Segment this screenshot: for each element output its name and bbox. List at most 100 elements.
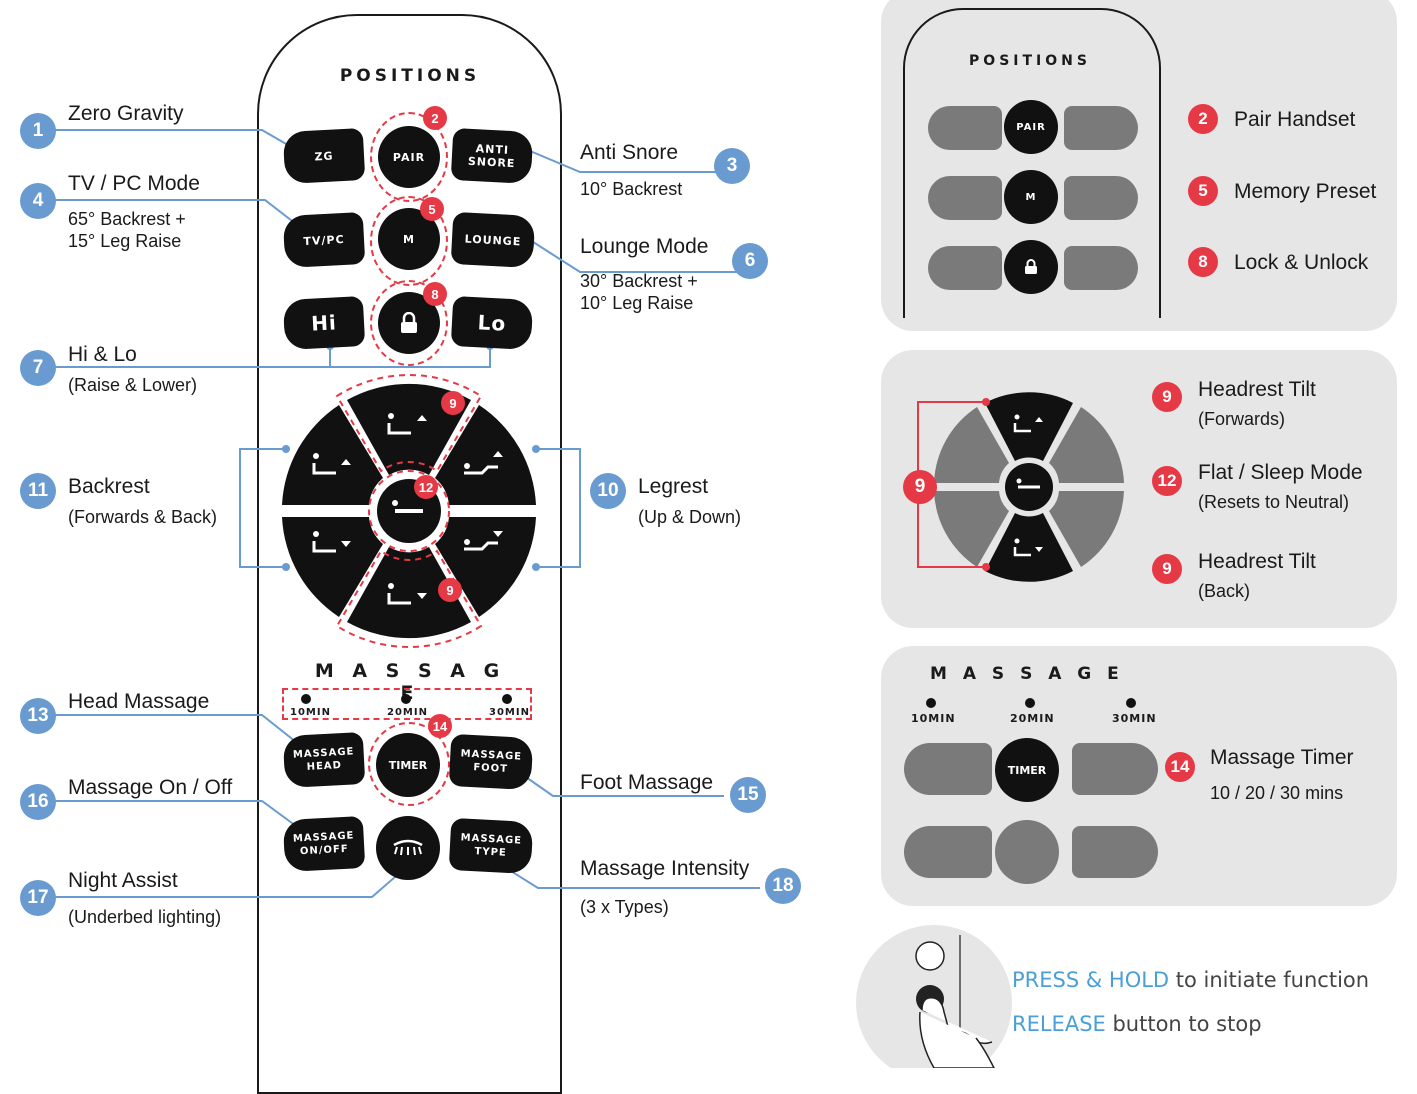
- callout-badge-10: 10: [590, 473, 626, 509]
- callout-badge-17: 17: [20, 880, 56, 916]
- panel1-gray-right-3: [1064, 246, 1138, 290]
- panel1-pair-button[interactable]: PAIR: [1004, 100, 1058, 154]
- panel3-timer-button[interactable]: TIMER: [995, 738, 1059, 802]
- panel3-led-30: [1126, 698, 1136, 708]
- panel2-label-headrest-forwards: Headrest Tilt: [1198, 378, 1316, 401]
- backrest-forward-segment[interactable]: [282, 405, 383, 505]
- tick-20min: 20MIN: [387, 707, 428, 718]
- panel2-label-flat-sleep: Flat / Sleep Mode: [1198, 461, 1363, 484]
- callout-badge-13: 13: [20, 698, 56, 734]
- legrest-up-segment[interactable]: [435, 405, 536, 505]
- timer-led-20: [401, 694, 411, 704]
- timer-indicator-box: [282, 688, 532, 720]
- badge-14: 14: [428, 714, 452, 738]
- panel2-dpad: [917, 392, 1124, 582]
- headrest-back-segment[interactable]: [347, 547, 471, 639]
- callout-badge-16: 16: [20, 784, 56, 820]
- callout-tvpc-sub: 65° Backrest + 15° Leg Raise: [68, 209, 186, 251]
- backrest-back-segment[interactable]: [282, 517, 383, 617]
- badge-12: 12: [414, 475, 438, 499]
- callout-badge-1: 1: [20, 113, 56, 149]
- callout-lounge-mode: Lounge Mode: [580, 235, 709, 258]
- callout-badge-11: 11: [20, 473, 56, 509]
- panel1-label-pair-handset: Pair Handset: [1234, 108, 1356, 131]
- night-light-icon: [393, 839, 423, 856]
- tick-30min: 30MIN: [489, 707, 530, 718]
- callout-night-assist: Night Assist: [68, 869, 178, 892]
- callout-badge-15: 15: [730, 777, 766, 813]
- panel3-label-massage-timer: Massage Timer: [1210, 746, 1354, 769]
- panel1-gray-right-1: [1064, 106, 1138, 150]
- timer-led-30: [502, 694, 512, 704]
- press-hold-rest: to initiate function: [1169, 968, 1370, 992]
- callout-badge-3: 3: [714, 148, 750, 184]
- callout-hi-lo-sub: (Raise & Lower): [68, 375, 198, 395]
- badge-5: 5: [420, 197, 444, 221]
- panel3-gray-center-2: [995, 820, 1059, 884]
- panel3-gray-left-1: [904, 743, 992, 795]
- headrest-forward-segment[interactable]: [347, 383, 471, 475]
- release-line: RELEASE button to stop: [1012, 1012, 1262, 1036]
- callout-hi-lo: Hi & Lo: [68, 343, 137, 366]
- press-hold-line: PRESS & HOLD to initiate function: [1012, 968, 1369, 992]
- release-highlight: RELEASE: [1012, 1012, 1106, 1036]
- panel2-label-headrest-back: Headrest Tilt: [1198, 550, 1316, 573]
- callout-legrest: Legrest: [638, 475, 709, 498]
- panel1-badge-8: 8: [1188, 247, 1218, 277]
- panel3-title: M A S S A G E: [930, 664, 1124, 684]
- panel1-badge-5: 5: [1188, 176, 1218, 206]
- panel1-label-lock-unlock: Lock & Unlock: [1234, 251, 1369, 274]
- callout-lounge-sub: 30° Backrest + 10° Leg Raise: [580, 271, 698, 313]
- badge-9-top: 9: [441, 391, 465, 415]
- badge-9-bottom: 9: [438, 578, 462, 602]
- panel1-label-memory-preset: Memory Preset: [1234, 180, 1377, 203]
- panel3-gray-right-2: [1072, 826, 1158, 878]
- panel3-gray-left-2: [904, 826, 992, 878]
- callout-zero-gravity: Zero Gravity: [68, 102, 184, 125]
- panel3-tick-10: 10MIN: [911, 712, 956, 725]
- panel3-led-10: [926, 698, 936, 708]
- lock-icon: [1025, 259, 1037, 274]
- callout-badge-6: 6: [732, 243, 768, 279]
- panel2-badge-9-back: 9: [1152, 554, 1182, 584]
- lock-highlight-ring: [370, 280, 448, 366]
- timer-button[interactable]: TIMER: [376, 733, 440, 797]
- press-hold-highlight: PRESS & HOLD: [1012, 968, 1170, 992]
- callout-backrest-sub: (Forwards & Back): [68, 507, 218, 527]
- panel1-lock-button[interactable]: [1004, 240, 1058, 294]
- lock-button[interactable]: [378, 292, 440, 354]
- lock-icon: [401, 312, 417, 333]
- panel3-gray-right-1: [1072, 743, 1158, 795]
- badge-2: 2: [423, 106, 447, 130]
- callout-backrest: Backrest: [68, 475, 150, 498]
- positions-panel-remote-outline: [903, 8, 1161, 318]
- panel2-sub-back: (Back): [1198, 581, 1251, 601]
- panel2-badge-9-forwards: 9: [1152, 382, 1182, 412]
- callout-legrest-sub: (Up & Down): [638, 507, 742, 527]
- press-hold-illustration: [856, 925, 1012, 1068]
- tick-10min: 10MIN: [290, 707, 331, 718]
- panel1-gray-left-3: [928, 246, 1002, 290]
- positions-title: POSITIONS: [339, 66, 481, 86]
- panel3-tick-20: 20MIN: [1010, 712, 1055, 725]
- callout-massage-intensity-sub: (3 x Types): [580, 897, 669, 917]
- panel1-memory-button[interactable]: M: [1004, 170, 1058, 224]
- badge-8: 8: [423, 282, 447, 306]
- legrest-down-segment[interactable]: [435, 517, 536, 617]
- pair-button[interactable]: PAIR: [378, 126, 440, 188]
- panel3-led-20: [1025, 698, 1035, 708]
- callout-badge-7: 7: [20, 350, 56, 386]
- panel1-badge-2: 2: [1188, 104, 1218, 134]
- panel1-gray-right-2: [1064, 176, 1138, 220]
- panel3-badge-14: 14: [1165, 752, 1195, 782]
- callout-massage-intensity: Massage Intensity: [580, 857, 750, 880]
- panel2-badge-12: 12: [1152, 466, 1182, 496]
- night-assist-button[interactable]: [376, 816, 440, 880]
- callout-tvpc-mode: TV / PC Mode: [68, 172, 200, 195]
- panel1-gray-left-1: [928, 106, 1002, 150]
- callout-anti-snore: Anti Snore: [580, 141, 679, 164]
- panel2-bracket-badge-9: 9: [903, 470, 937, 504]
- panel2-sub-resets: (Resets to Neutral): [1198, 492, 1350, 512]
- headrest-panel: [881, 350, 1397, 628]
- panel2-sub-forwards: (Forwards): [1198, 409, 1286, 429]
